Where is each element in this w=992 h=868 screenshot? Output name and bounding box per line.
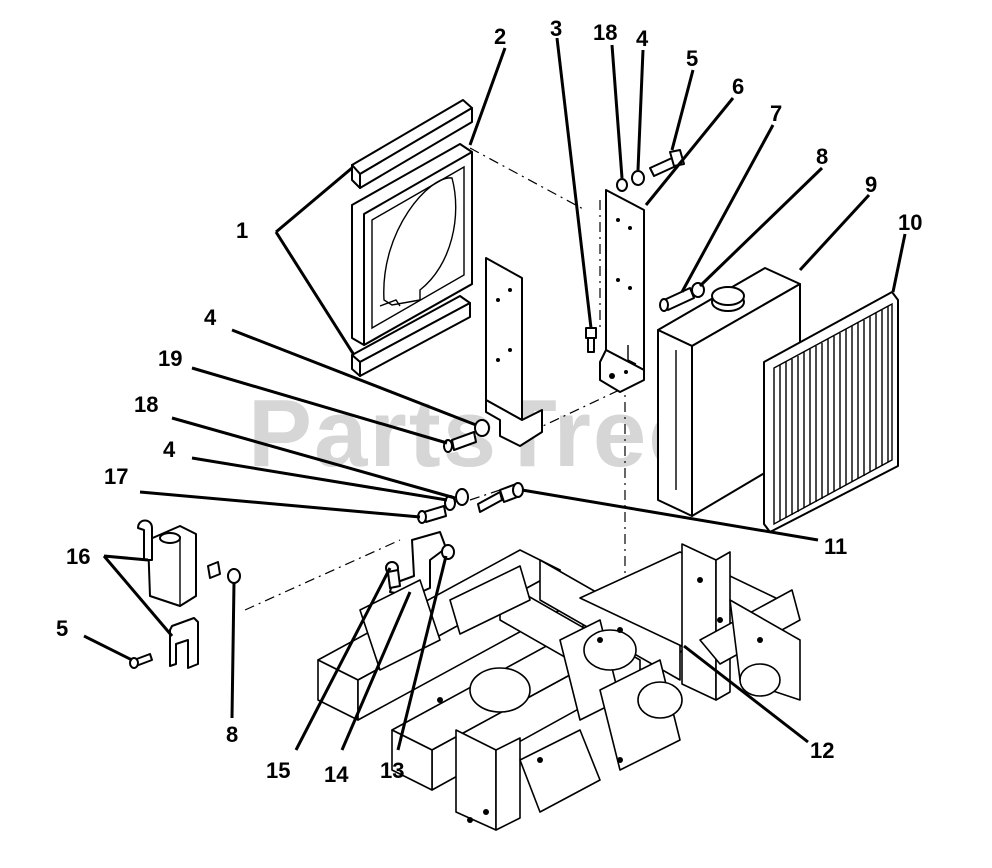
part-8-clamp-bottom	[207, 561, 241, 584]
callout-5-top: 5	[686, 46, 698, 71]
part-5-screw-bottom	[129, 653, 153, 669]
callout-18-top: 18	[593, 20, 617, 45]
callout-2: 2	[494, 24, 506, 49]
leader-lines	[83, 37, 907, 751]
part-10-radiator-screen	[763, 291, 899, 533]
callout-9: 9	[865, 172, 877, 197]
assembly-guide-lines	[244, 147, 646, 615]
callout-5-low: 5	[56, 616, 68, 641]
callout-1: 1	[236, 218, 248, 243]
part-6-radiator-bracket	[599, 189, 645, 393]
callout-13: 13	[380, 758, 404, 783]
part-3-bolt	[585, 327, 597, 353]
callout-4-low: 4	[163, 437, 176, 462]
callout-19: 19	[158, 346, 182, 371]
callout-15: 15	[266, 758, 290, 783]
callout-16: 16	[66, 544, 90, 569]
part-mount-plate-left	[485, 257, 543, 447]
callout-6: 6	[732, 74, 744, 99]
callout-14: 14	[324, 762, 349, 787]
left-hardware-group	[417, 419, 490, 524]
callout-3: 3	[550, 16, 562, 41]
tractor-frame	[317, 543, 801, 831]
callout-11: 11	[824, 534, 847, 559]
callout-labels: 1 2 3 18 4 5 6 7 8 9 10 4 19 18 4 17 16 …	[56, 16, 922, 787]
part-1-shroud-seal-strips	[351, 99, 473, 377]
callout-8-low: 8	[226, 722, 238, 747]
callout-4-top: 4	[636, 26, 649, 51]
part-7-8-hose-clamp	[659, 282, 705, 312]
part-2-fan-shroud	[351, 143, 473, 346]
callout-4-mid: 4	[204, 305, 217, 330]
part-16-coolant-reservoir	[137, 519, 199, 669]
callout-17: 17	[104, 464, 128, 489]
callout-18-mid: 18	[134, 392, 158, 417]
callout-12: 12	[810, 738, 834, 763]
callout-7: 7	[770, 101, 782, 126]
callout-10: 10	[898, 210, 922, 235]
callout-8-top: 8	[816, 144, 828, 169]
part-11-bushing-bracket	[477, 482, 524, 513]
